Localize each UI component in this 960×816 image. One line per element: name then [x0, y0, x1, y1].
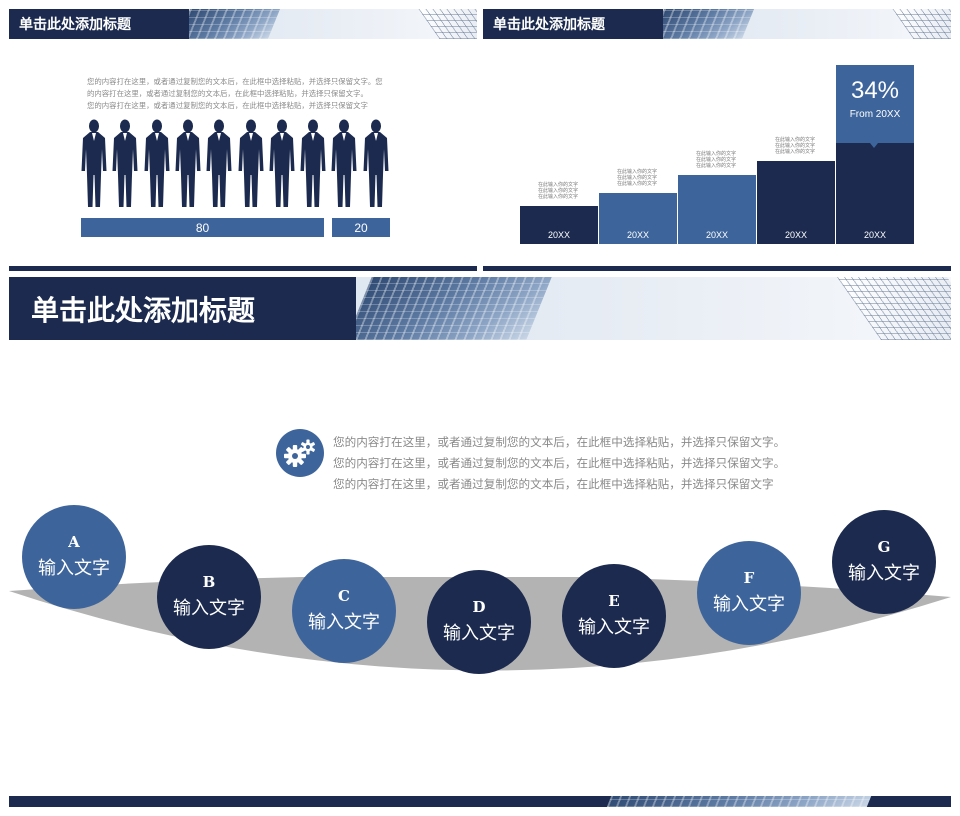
person-silhouette-icon [112, 119, 138, 214]
building-image [836, 277, 951, 340]
step-label: 20XX [863, 230, 887, 240]
circle-letter: C [338, 587, 350, 605]
step-note-line: 在此输入你的文字 [617, 181, 658, 187]
step-note-line: 在此输入你的文字 [617, 169, 658, 175]
slide-process-circles: 单击此处添加标题 [9, 277, 951, 807]
step-label: 20XX [547, 230, 571, 240]
slide-title[interactable]: 单击此处添加标题 [9, 9, 189, 39]
slide-footer-bar [483, 266, 951, 271]
step-note-line: 在此输入你的文字 [775, 149, 816, 155]
circle-text: 输入文字 [713, 594, 785, 614]
step-bar: 20XX [757, 161, 835, 244]
circle-text: 输入文字 [443, 623, 515, 643]
circle-text: 输入文字 [578, 617, 650, 637]
slide-title-text: 单击此处添加标题 [19, 16, 131, 32]
building-image [346, 277, 552, 340]
person-silhouette-icon [206, 119, 232, 214]
slide-banner: 单击此处添加标题 [9, 9, 477, 39]
body-text-line: 您的内容打在这里，或者通过复制您的文本后，在此框中选择粘贴，并选择只保留文字。 [333, 436, 786, 449]
body-text[interactable]: 您的内容打在这里，或者通过复制您的文本后，在此框中选择粘贴，并选择只保留文字。 … [333, 432, 803, 495]
step-bar: 20XX [836, 143, 914, 244]
circle-text: 输入文字 [308, 612, 380, 632]
step-note-line: 在此输入你的文字 [617, 175, 658, 181]
building-image [651, 9, 755, 39]
step-note[interactable]: 在此输入你的文字在此输入你的文字在此输入你的文字 [696, 151, 736, 169]
slide-banner: 单击此处添加标题 [9, 277, 951, 340]
building-image [177, 9, 281, 39]
circle-text: 输入文字 [38, 558, 110, 578]
step-note-line: 在此输入你的文字 [538, 194, 579, 200]
slide-people-stats: 单击此处添加标题 您的内容打在这里，或者通过复制您的文本后，在此框中选择粘贴，并… [9, 9, 477, 271]
circle-letter: A [68, 533, 80, 551]
step-bar: 20XX [678, 175, 756, 244]
slide-footer-bar [9, 266, 477, 271]
step-bar: 20XX [520, 206, 598, 244]
body-text-line: 您的内容打在这里，或者通过复制您的文本后，在此框中选择粘贴，并选择只保留文字。您 [87, 77, 383, 86]
body-text-line: 的内容打在这里，或者通过复制您的文本后，在此框中选择粘贴，并选择只保留文字。 [87, 89, 368, 98]
highlight-box[interactable]: 34% From 20XX [836, 65, 914, 143]
circle-letter: G [877, 538, 891, 556]
circle-text: 输入文字 [173, 598, 245, 618]
process-circle-d[interactable]: D 输入文字 [427, 570, 531, 674]
step-note-line: 在此输入你的文字 [538, 182, 579, 188]
body-text-line: 您的内容打在这里，或者通过复制您的文本后，在此框中选择粘贴，并选择只保留文字 [333, 478, 774, 491]
process-circle-g[interactable]: G 输入文字 [832, 510, 936, 614]
process-circle-f[interactable]: F 输入文字 [697, 541, 801, 645]
stat-value: 80 [195, 220, 210, 235]
person-silhouette-icon [363, 119, 389, 214]
slide-title[interactable]: 单击此处添加标题 [483, 9, 663, 39]
stat-bar-majority: 80 [81, 218, 324, 237]
step-note[interactable]: 在此输入你的文字在此输入你的文字在此输入你的文字 [775, 137, 815, 155]
gears-icon [276, 429, 324, 477]
person-silhouette-icon [81, 119, 107, 214]
process-circle-e[interactable]: E 输入文字 [562, 564, 666, 668]
step-note[interactable]: 在此输入你的文字在此输入你的文字在此输入你的文字 [538, 182, 578, 200]
stat-bar-minority: 20 [332, 218, 390, 237]
highlight-from: From 20XX [849, 109, 901, 120]
person-silhouette-icon [331, 119, 357, 214]
step-note-line: 在此输入你的文字 [696, 157, 737, 163]
building-image [892, 9, 951, 39]
circle-letter: F [743, 569, 755, 587]
step-note-line: 在此输入你的文字 [775, 143, 816, 149]
slide-title-text: 单击此处添加标题 [493, 16, 605, 32]
step-label: 20XX [626, 230, 650, 240]
step-label: 20XX [705, 230, 729, 240]
process-circle-a[interactable]: A 输入文字 [22, 505, 126, 609]
step-bar: 20XX [599, 193, 677, 244]
person-silhouette-icon [238, 119, 264, 214]
step-note-line: 在此输入你的文字 [538, 188, 579, 194]
body-text[interactable]: 您的内容打在这里，或者通过复制您的文本后，在此框中选择粘贴，并选择只保留文字。您… [87, 76, 387, 112]
body-text-line: 您的内容打在这里，或者通过复制您的文本后，在此框中选择粘贴，并选择只保留文字。 [333, 457, 786, 470]
stat-value: 20 [354, 220, 368, 235]
building-image [606, 796, 872, 807]
highlight-percent: 34% [850, 77, 900, 104]
slide-footer-bar [9, 796, 951, 807]
building-image [418, 9, 477, 39]
person-silhouette-icon [300, 119, 326, 214]
slide-title-text: 单击此处添加标题 [31, 294, 256, 326]
step-note-line: 在此输入你的文字 [696, 151, 737, 157]
highlight-pointer [870, 143, 878, 148]
slide-banner: 单击此处添加标题 [483, 9, 951, 39]
body-text-line: 您的内容打在这里，或者通过复制您的文本后，在此框中选择粘贴，并选择只保留文字 [87, 101, 368, 110]
process-circle-b[interactable]: B 输入文字 [157, 545, 261, 649]
step-note-line: 在此输入你的文字 [696, 163, 737, 169]
step-note-line: 在此输入你的文字 [775, 137, 816, 143]
circle-text: 输入文字 [848, 563, 920, 583]
person-silhouette-icon [269, 119, 295, 214]
step-note[interactable]: 在此输入你的文字在此输入你的文字在此输入你的文字 [617, 169, 657, 187]
circle-letter: B [202, 573, 216, 591]
process-circle-c[interactable]: C 输入文字 [292, 559, 396, 663]
person-silhouette-icon [175, 119, 201, 214]
person-silhouette-icon [144, 119, 170, 214]
slide-title[interactable]: 单击此处添加标题 [9, 277, 356, 340]
circle-letter: E [608, 592, 620, 610]
circle-letter: D [472, 598, 486, 616]
step-label: 20XX [784, 230, 808, 240]
